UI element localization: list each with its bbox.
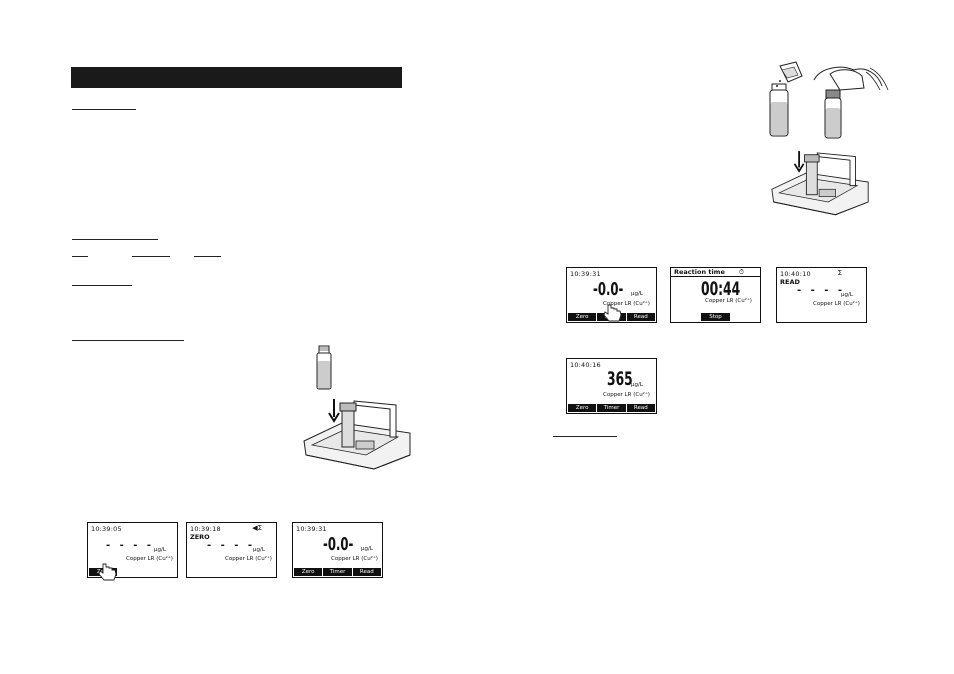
zero-softkey[interactable]: Zero: [568, 313, 597, 321]
stop-softkey[interactable]: Stop: [701, 313, 730, 321]
screen-mode: READ: [780, 278, 800, 286]
heading-underline-1: [72, 109, 136, 110]
add-reagent-illustration: [769, 61, 803, 137]
heading-underline-4: [72, 340, 184, 341]
screen-time: 10:40:16: [570, 361, 601, 369]
screen-parameter: Copper LR (Cu²⁺): [331, 556, 378, 562]
screen-time: 10:39:05: [91, 525, 122, 533]
read-softkey[interactable]: Read: [352, 568, 381, 576]
heading-underline-5: [553, 436, 617, 437]
zero-softkey[interactable]: Zero: [568, 404, 597, 412]
timer-icon: ⏱: [738, 268, 744, 276]
timer-reading: 00:44: [701, 278, 741, 300]
screen-time: 10:39:31: [296, 525, 327, 533]
screen-parameter: Copper LR (Cu²⁺): [705, 298, 752, 304]
screen-unit: µg/L: [631, 291, 643, 297]
screen-unit: µg/L: [154, 547, 166, 553]
zero-softkey[interactable]: Zero: [294, 568, 323, 576]
screen-title: Reaction time: [674, 268, 725, 276]
hand-pointer-icon: [98, 563, 117, 581]
screen-reading: - - - -: [106, 540, 155, 551]
screen-unit: µg/L: [253, 547, 265, 553]
screen-reading: -0.0-: [323, 534, 354, 555]
screen-parameter: Copper LR (Cu²⁺): [813, 301, 860, 307]
screen-softkeys: Zero Timer Read: [294, 568, 381, 576]
lamp-sigma-icon: ◀Σ: [252, 524, 262, 532]
screen-unit: µg/L: [841, 292, 853, 298]
read-softkey[interactable]: Read: [626, 404, 655, 412]
heading-underline-3: [72, 285, 132, 286]
screen-time: 10:40:10: [780, 270, 811, 278]
ref-underline-c: [194, 256, 221, 257]
meter-with-cuvette-illustration: [303, 399, 411, 470]
screen-reading: - - - -: [207, 540, 256, 551]
meter-screen-5: Reaction time ⏱ 00:44 Copper LR (Cu²⁺) S…: [670, 267, 761, 323]
empty-softkey: [148, 568, 176, 576]
screen-reading: 365: [607, 368, 633, 390]
screen-parameter: Copper LR (Cu²⁺): [603, 301, 650, 307]
screen-reading: - - - -: [797, 285, 846, 296]
ref-underline-a: [72, 256, 88, 257]
meter-screen-6: 10:40:10 Σ READ - - - - µg/L Copper LR (…: [776, 267, 867, 323]
screen-title-bar: Reaction time ⏱: [671, 268, 760, 277]
cuvette-illustration: [316, 345, 332, 390]
empty-softkey: [118, 568, 146, 576]
shake-cuvette-illustration: [813, 66, 889, 139]
sigma-icon: Σ: [837, 269, 842, 277]
read-softkey[interactable]: Read: [626, 313, 655, 321]
screen-mode: ZERO: [190, 533, 210, 541]
ref-underline-b: [132, 256, 170, 257]
timer-softkey[interactable]: Timer: [323, 568, 352, 576]
screen-reading: -0.0-: [593, 279, 624, 300]
screen-softkeys: Zero Timer Read: [568, 404, 655, 412]
screen-parameter: Copper LR (Cu²⁺): [603, 392, 650, 398]
meter-screen-2: 10:39:18 ◀Σ ZERO - - - - µg/L Copper LR …: [186, 522, 277, 578]
screen-time: 10:39:18: [190, 525, 221, 533]
screen-softkeys: Stop: [672, 313, 759, 321]
screen-parameter: Copper LR (Cu²⁺): [225, 556, 272, 562]
screen-unit: µg/L: [631, 382, 643, 388]
empty-softkey: [672, 313, 700, 321]
empty-softkey: [731, 313, 759, 321]
timer-softkey[interactable]: Timer: [597, 404, 626, 412]
meter-screen-7: 10:40:16 365 µg/L Copper LR (Cu²⁺) Zero …: [566, 358, 657, 414]
heading-underline-2: [72, 239, 158, 240]
meter-screen-3: 10:39:31 -0.0- µg/L Copper LR (Cu²⁺) Zer…: [292, 522, 383, 578]
section-header-bar: [71, 67, 402, 88]
screen-parameter: Copper LR (Cu²⁺): [126, 556, 173, 562]
hand-pointer-icon: [603, 304, 622, 322]
screen-unit: µg/L: [361, 546, 373, 552]
meter-with-cuvette-illustration-2: [771, 151, 869, 216]
screen-time: 10:39:31: [570, 270, 601, 278]
